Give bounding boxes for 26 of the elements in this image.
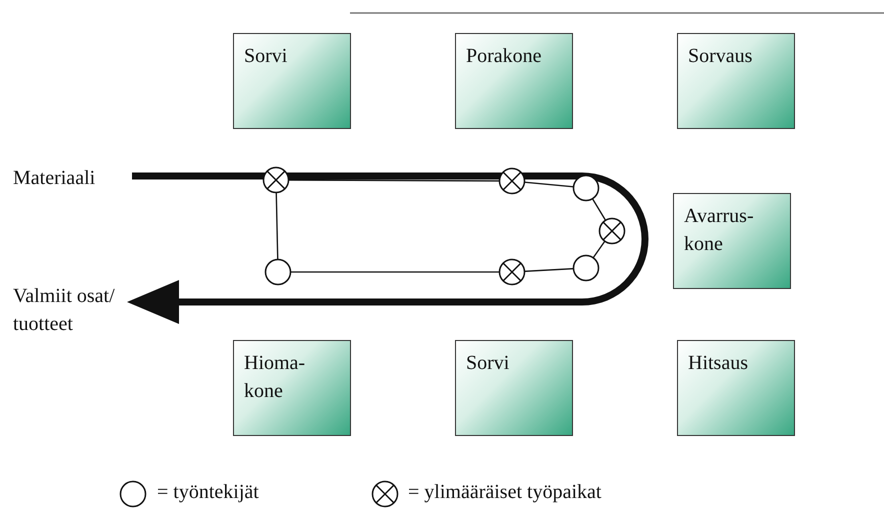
machine-label: Hitsaus <box>688 351 749 376</box>
connector-line <box>524 182 574 188</box>
machine-box <box>233 340 351 436</box>
machine-label: Sorvaus <box>688 44 754 69</box>
machine-box <box>455 33 573 129</box>
connector-line <box>524 268 574 272</box>
machine-label: Sorvi <box>466 351 510 376</box>
machine-label: Hioma- kone <box>244 351 306 404</box>
machine-label: Avarrus- kone <box>684 204 755 257</box>
connector-line <box>276 192 278 260</box>
connector-line <box>592 241 606 258</box>
machine-box <box>455 340 573 436</box>
machine-box <box>677 340 795 436</box>
flow-label: Valmiit osat/ tuotteet <box>13 282 125 338</box>
flow-label: Materiaali <box>13 164 128 192</box>
machine-label: Sorvi <box>244 44 288 69</box>
connector-line <box>592 198 606 220</box>
machine-box <box>673 193 791 289</box>
legend-label: = työntekijät <box>157 481 259 504</box>
connector-line <box>291 271 499 273</box>
connector-line <box>289 179 499 182</box>
machine-label: Porakone <box>466 44 543 69</box>
legend-label: = ylimääräiset työpaikat <box>408 481 602 504</box>
machine-box <box>677 33 795 129</box>
flow-arrow <box>127 172 648 324</box>
machine-box <box>233 33 351 129</box>
